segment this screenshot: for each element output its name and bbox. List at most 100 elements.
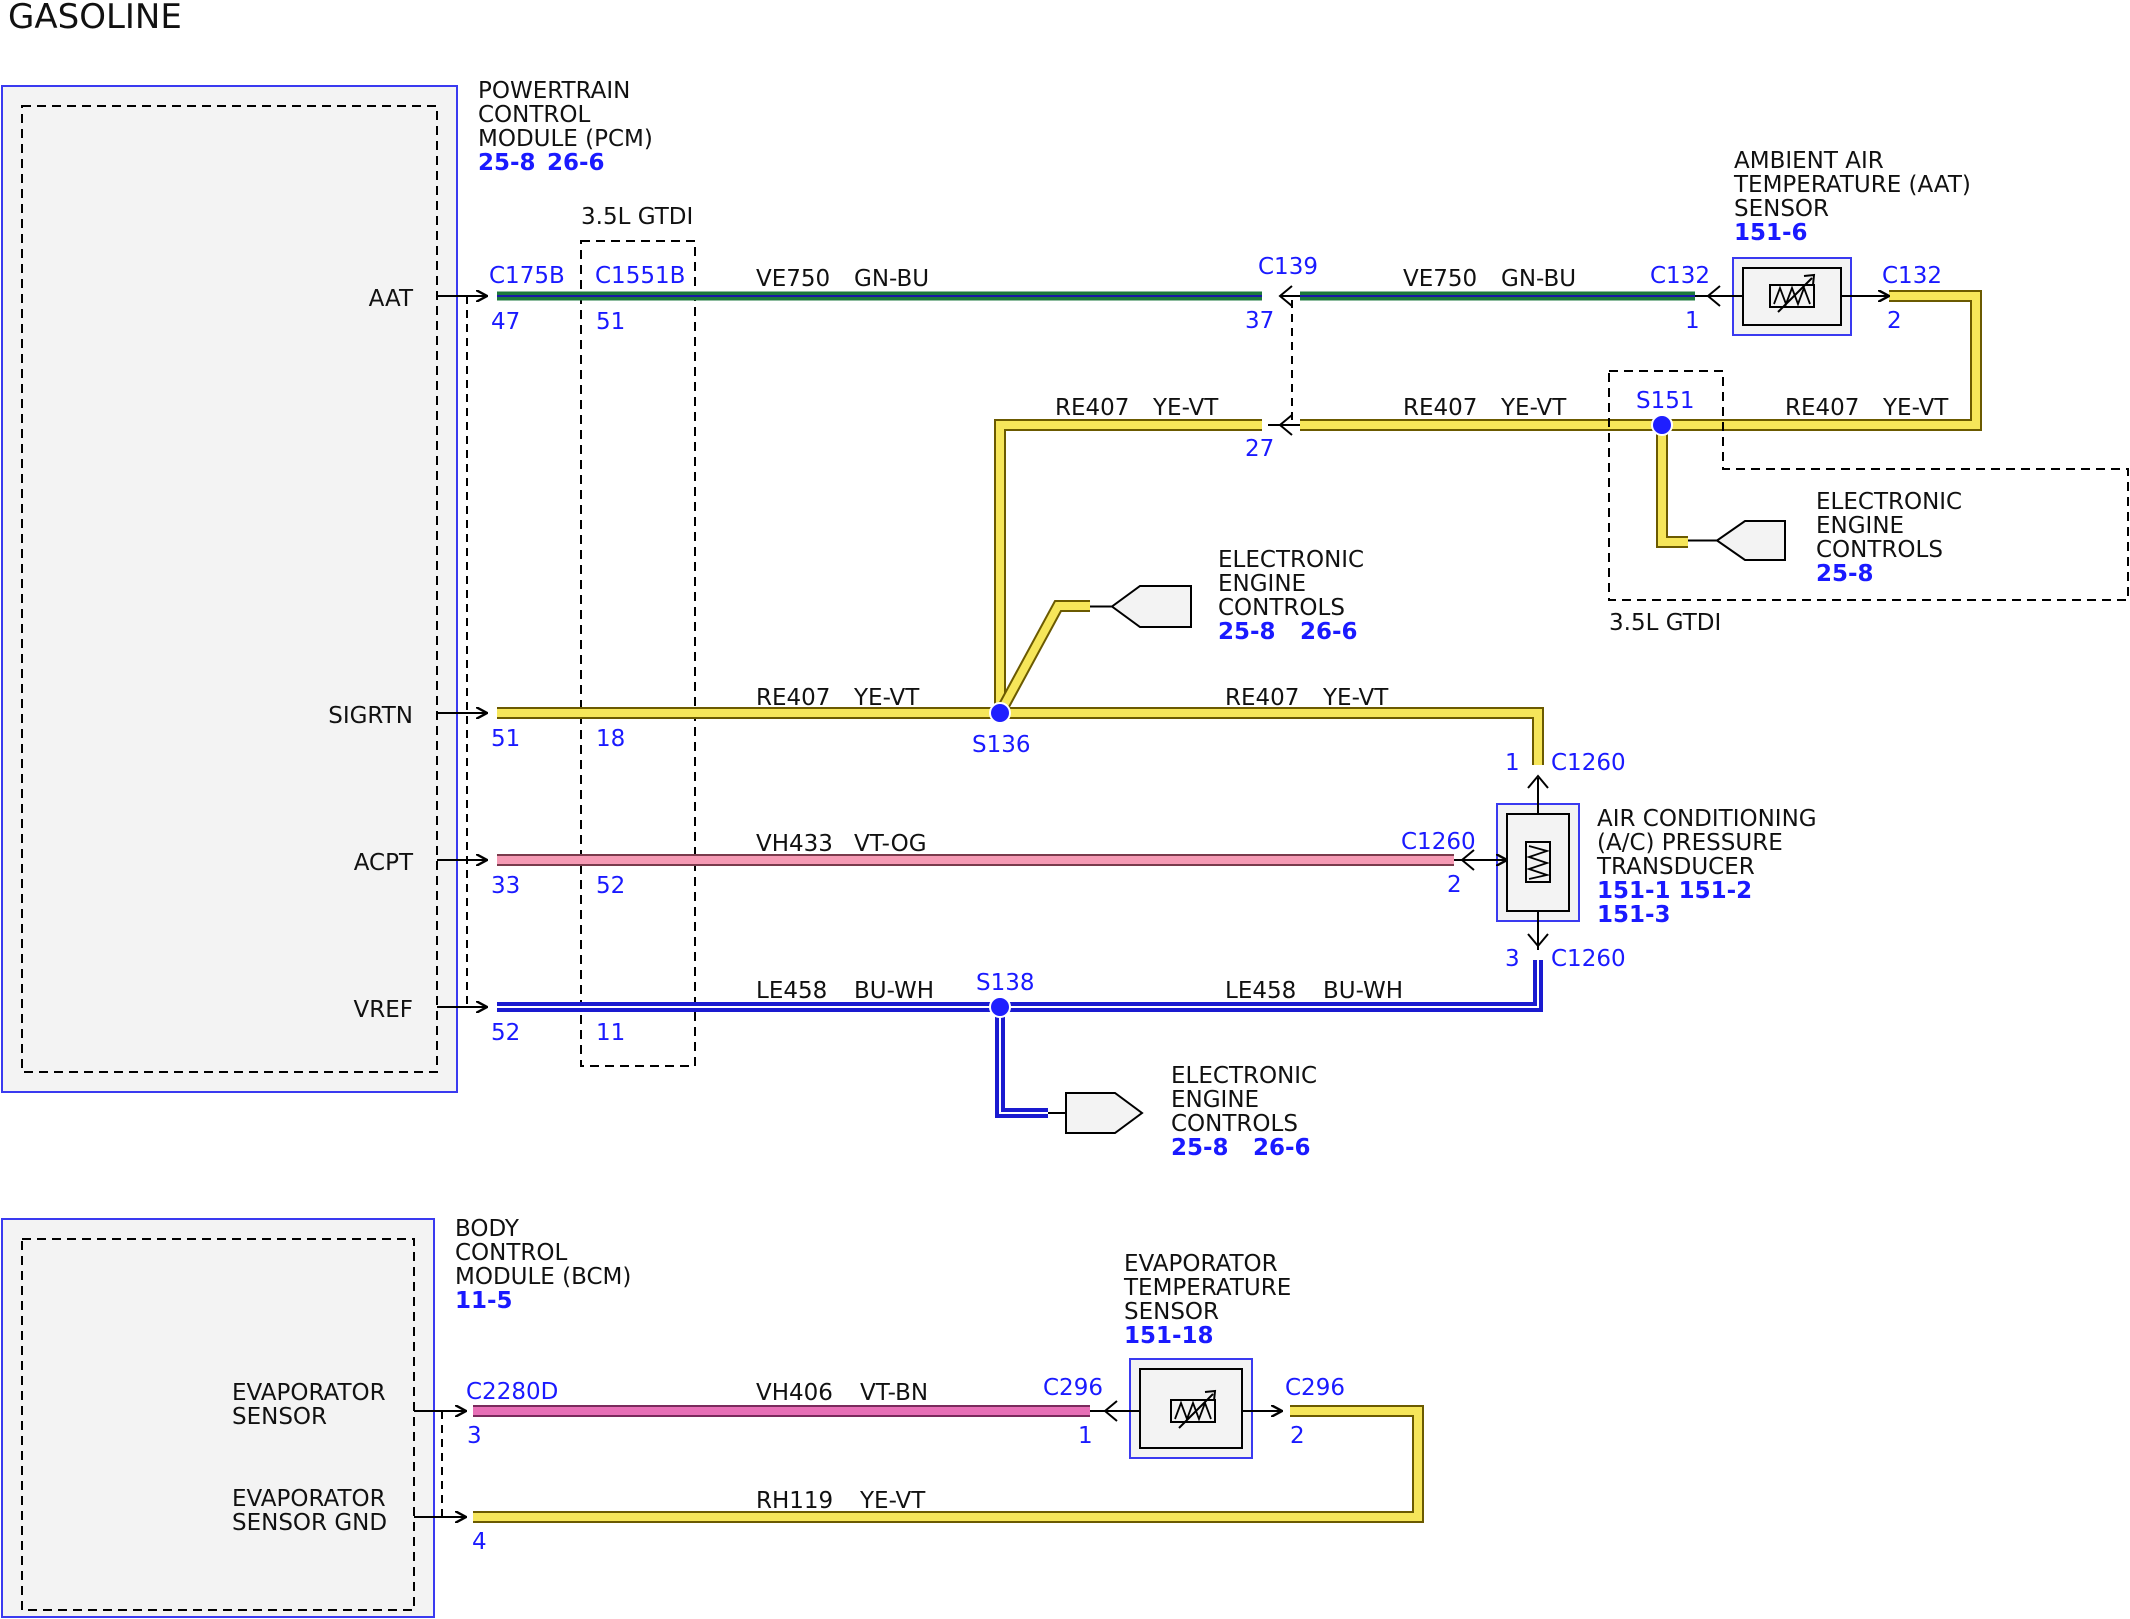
eec-1-name: ELECTRONIC ENGINE CONTROLS 25-8 xyxy=(1816,489,1962,587)
aat-name-line: AMBIENT AIR xyxy=(1734,148,1884,174)
bcm-connector-pin: 3 xyxy=(467,1423,482,1449)
gtdi-left-pin: 51 xyxy=(596,309,625,335)
wire-circuit: LE458 xyxy=(756,978,827,1004)
pcm-name-line: POWERTRAIN xyxy=(478,78,630,104)
eec-3-tab-icon[interactable] xyxy=(1065,1092,1144,1134)
gtdi-left-pin: 11 xyxy=(596,1020,625,1046)
pcm-connector-pin: 52 xyxy=(491,1020,520,1046)
gtdi-left-label: 3.5L GTDI xyxy=(581,204,693,230)
bcm-name-line: BODY xyxy=(455,1216,520,1242)
wire-color: YE-VT xyxy=(1322,685,1389,711)
splice-s136[interactable] xyxy=(989,702,1011,724)
aat-name-line: TEMPERATURE (AAT) xyxy=(1733,172,1971,198)
eec-2-line: ENGINE xyxy=(1218,571,1306,597)
aat-ref-link[interactable]: 151-6 xyxy=(1734,220,1808,246)
splice-s138[interactable] xyxy=(989,996,1011,1018)
ac-pressure-transducer[interactable] xyxy=(1496,803,1580,922)
wire-re407-s136-eec[interactable] xyxy=(994,600,1090,716)
wire-rh119[interactable] xyxy=(473,1405,1424,1523)
pcm-ref-link[interactable]: 26-6 xyxy=(547,150,605,176)
gtdi-right-box xyxy=(1608,370,2129,601)
gtdi-left-pin: 18 xyxy=(596,726,625,752)
eec-3-name: ELECTRONIC ENGINE CONTROLS 25-8 26-6 xyxy=(1171,1063,1317,1161)
c1260-label: C1260 xyxy=(1401,829,1476,855)
wire-re407-c132-s151[interactable] xyxy=(1662,290,1982,431)
c1260-pin: 3 xyxy=(1505,946,1520,972)
eec-3-ref-link[interactable]: 26-6 xyxy=(1253,1135,1311,1161)
ac-ref-link[interactable]: 151-1 151-2 xyxy=(1597,878,1752,904)
c296-label: C296 xyxy=(1285,1375,1345,1401)
wire-circuit: VH406 xyxy=(756,1380,833,1406)
eec-3-ref-link[interactable]: 25-8 xyxy=(1171,1135,1229,1161)
bcm-connector-label: C2280D xyxy=(466,1379,558,1405)
wire-circuit: RE407 xyxy=(1055,395,1129,421)
c296-pin: 2 xyxy=(1290,1423,1305,1449)
c139-pin: 27 xyxy=(1245,436,1274,462)
c132-connector xyxy=(1695,285,1889,307)
bcm-module[interactable] xyxy=(1,1218,435,1618)
wire-circuit: RE407 xyxy=(756,685,830,711)
aat-sensor-name: AMBIENT AIR TEMPERATURE (AAT) SENSOR 151… xyxy=(1733,148,1971,246)
evap-temp-sensor[interactable] xyxy=(1129,1358,1253,1459)
eec-2-tab-icon[interactable] xyxy=(1110,585,1192,628)
eec-3-line: ELECTRONIC xyxy=(1171,1063,1317,1089)
pcm-name-line: CONTROL xyxy=(478,102,591,128)
ac-name-line: (A/C) PRESSURE xyxy=(1597,830,1783,856)
bcm-pin-label: SENSOR GND xyxy=(232,1510,387,1536)
bcm-ref-link[interactable]: 11-5 xyxy=(455,1288,513,1314)
wire-circuit: RH119 xyxy=(756,1488,833,1514)
ac-sensor-name: AIR CONDITIONING (A/C) PRESSURE TRANSDUC… xyxy=(1596,806,1817,928)
eec-2-ref-link[interactable]: 25-8 xyxy=(1218,619,1276,645)
eec-2-ref-link[interactable]: 26-6 xyxy=(1300,619,1358,645)
gtdi-right-label: 3.5L GTDI xyxy=(1609,610,1721,636)
wire-re407-s151-eec[interactable] xyxy=(1656,425,1688,548)
wire-color: BU-WH xyxy=(854,978,934,1004)
eec-3-line: CONTROLS xyxy=(1171,1111,1298,1137)
splice-s151[interactable] xyxy=(1651,414,1673,436)
bcm-connector-pin: 4 xyxy=(472,1529,487,1555)
eec-2-name: ELECTRONIC ENGINE CONTROLS 25-8 26-6 xyxy=(1218,547,1364,645)
gtdi-left-box xyxy=(580,240,696,1067)
pcm-name: POWERTRAIN CONTROL MODULE (PCM) 25-8 26-… xyxy=(478,78,653,176)
c132-label: C132 xyxy=(1882,263,1942,289)
c139-label: C139 xyxy=(1258,254,1318,280)
bcm-pin-label: EVAPORATOR xyxy=(232,1486,386,1512)
wire-color: YE-VT xyxy=(1152,395,1219,421)
wire-re407-c139-s136[interactable] xyxy=(994,419,1262,713)
c1260-pin: 2 xyxy=(1447,872,1462,898)
wire-le458[interactable] xyxy=(497,960,1543,1012)
wire-le458-s138-eec[interactable] xyxy=(995,1007,1048,1118)
evap-name-line: SENSOR xyxy=(1124,1299,1219,1325)
splice-label: S138 xyxy=(976,970,1035,996)
wire-color: YE-VT xyxy=(853,685,920,711)
wire-circuit: RE407 xyxy=(1403,395,1477,421)
eec-2-line: CONTROLS xyxy=(1218,595,1345,621)
pcm-pin-aat: AAT xyxy=(369,286,414,312)
wire-circuit: RE407 xyxy=(1225,685,1299,711)
wire-circuit: VE750 xyxy=(756,266,830,292)
ac-ref-link[interactable]: 151-3 xyxy=(1597,902,1671,928)
c132-label: C132 xyxy=(1650,263,1710,289)
wire-circuit: RE407 xyxy=(1785,395,1859,421)
wire-re407-sigrtn[interactable] xyxy=(497,707,1544,765)
c1260-pin: 1 xyxy=(1505,750,1520,776)
eec-3-line: ENGINE xyxy=(1171,1087,1259,1113)
eec-1-tab-icon[interactable] xyxy=(1715,520,1786,561)
evap-name-line: TEMPERATURE xyxy=(1123,1275,1291,1301)
wire-color: VT-OG xyxy=(854,831,927,857)
bcm-pin-label: EVAPORATOR xyxy=(232,1380,386,1406)
bcm-name-line: CONTROL xyxy=(455,1240,568,1266)
aat-sensor[interactable] xyxy=(1732,257,1852,336)
wire-circuit: LE458 xyxy=(1225,978,1296,1004)
ac-name-line: TRANSDUCER xyxy=(1596,854,1755,880)
pcm-connector-label: C175B xyxy=(489,263,565,289)
pcm-ref-link[interactable]: 25-8 xyxy=(478,150,536,176)
bcm-pin-evap-sensor-gnd: EVAPORATOR SENSOR GND xyxy=(232,1486,387,1536)
pcm-module[interactable] xyxy=(1,85,458,1093)
pcm-connector-pin: 47 xyxy=(491,309,520,335)
eec-1-ref-link[interactable]: 25-8 xyxy=(1816,561,1874,587)
bcm-pin-stubs xyxy=(414,1411,466,1517)
pcm-pin-acpt: ACPT xyxy=(354,850,414,876)
evap-ref-link[interactable]: 151-18 xyxy=(1124,1323,1214,1349)
wire-circuit: VE750 xyxy=(1403,266,1477,292)
